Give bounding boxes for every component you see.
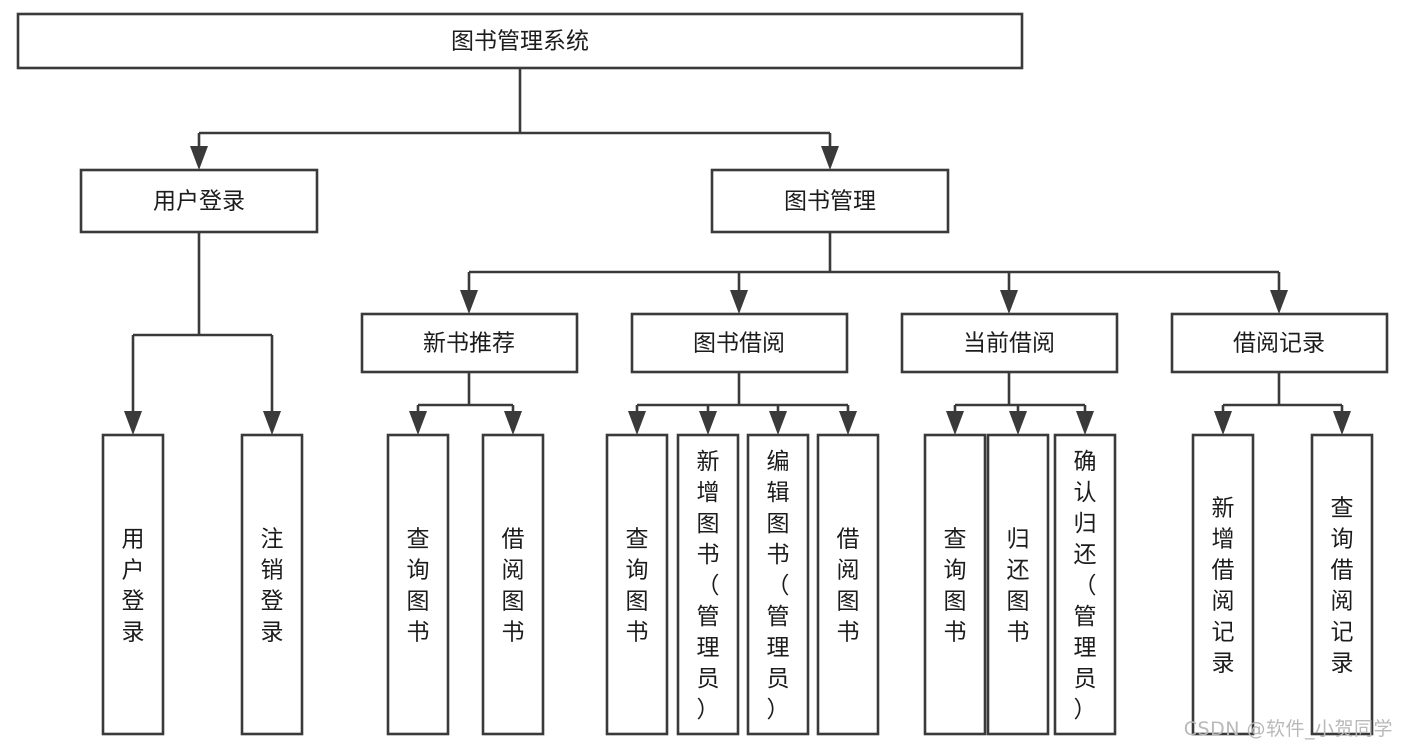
- arrow-head-leaf-6: [699, 411, 717, 435]
- leaf-node-add-borrow-record-box[interactable]: [1191, 433, 1255, 736]
- node-new-book-recommend[interactable]: 新书推荐: [360, 312, 579, 374]
- node-borrow-record-label: 借阅记录: [1233, 331, 1325, 357]
- arrow-head-user-login: [190, 146, 208, 170]
- node-new-book-recommend-label: 新书推荐: [423, 331, 515, 357]
- arrow-head-leaf-7: [769, 411, 787, 435]
- leaf-node-query-book-2-box[interactable]: [605, 433, 669, 736]
- connector-borrow-record-to-leaves: [1214, 372, 1351, 435]
- node-user-login[interactable]: 用户登录: [79, 168, 319, 234]
- leaf-node-add-borrow-record[interactable]: 新增借阅记录: [1191, 433, 1255, 736]
- leaf-node-query-borrow-record[interactable]: 查询借阅记录: [1310, 433, 1374, 736]
- node-book-borrow-label: 图书借阅: [693, 331, 785, 357]
- arrow-head-current-borrow: [1000, 290, 1018, 314]
- leaf-node-query-book-2[interactable]: 查询图书: [605, 433, 669, 736]
- leaf-node-edit-book-box[interactable]: [746, 433, 810, 736]
- arrow-head-leaf-5: [628, 411, 646, 435]
- leaf-node-user-login-box[interactable]: [101, 433, 165, 736]
- arrow-head-leaf-10: [1009, 411, 1027, 435]
- arrow-head-leaf-2: [263, 411, 281, 435]
- leaf-node-confirm-return-box[interactable]: [1053, 433, 1117, 736]
- leaf-node-add-book-box[interactable]: [676, 433, 740, 736]
- leaf-node-borrow-book-2-box[interactable]: [816, 433, 880, 736]
- node-book-manage-label: 图书管理: [784, 189, 876, 215]
- leaf-node-edit-book-label: 编辑图书（管理员）: [767, 449, 790, 723]
- leaf-node-query-book-1-box[interactable]: [386, 433, 450, 736]
- arrow-head-leaf-13: [1333, 411, 1351, 435]
- leaf-node-query-book-2-label: 查询图书: [626, 527, 649, 646]
- leaf-node-query-borrow-record-box[interactable]: [1310, 433, 1374, 736]
- node-borrow-record[interactable]: 借阅记录: [1170, 312, 1389, 374]
- arrow-head-new-book: [460, 290, 478, 314]
- leaf-node-edit-book[interactable]: 编辑图书（管理员）: [746, 433, 810, 736]
- arrow-head-leaf-9: [946, 411, 964, 435]
- leaf-node-user-login-label: 用户登录: [122, 527, 145, 646]
- leaf-node-return-book[interactable]: 归还图书: [986, 433, 1050, 736]
- node-root-system-label: 图书管理系统: [451, 29, 589, 55]
- arrow-head-leaf-3: [409, 411, 427, 435]
- leaf-node-return-book-label: 归还图书: [1007, 527, 1030, 646]
- node-book-borrow[interactable]: 图书借阅: [630, 312, 849, 374]
- node-user-login-label: 用户登录: [153, 189, 245, 215]
- connector-user-login-to-leaves: [124, 232, 281, 435]
- leaf-node-query-book-1[interactable]: 查询图书: [386, 433, 450, 736]
- connector-book-borrow-to-leaves: [628, 372, 857, 435]
- node-book-manage[interactable]: 图书管理: [710, 168, 950, 234]
- leaf-node-query-borrow-record-label: 查询借阅记录: [1331, 496, 1354, 677]
- connector-root-to-level2: [190, 68, 839, 170]
- leaf-node-add-book-label: 新增图书（管理员）: [697, 449, 720, 723]
- leaf-node-query-book-3-box[interactable]: [923, 433, 987, 736]
- arrow-head-book-borrow: [730, 290, 748, 314]
- connector-current-borrow-to-leaves: [946, 372, 1094, 435]
- node-book-borrow-box[interactable]: [630, 312, 849, 374]
- arrow-head-book-manage: [821, 146, 839, 170]
- node-root-system-box[interactable]: [16, 12, 1024, 70]
- leaf-node-borrow-book-1[interactable]: 借阅图书: [481, 433, 545, 736]
- leaf-node-borrow-book-1-label: 借阅图书: [502, 527, 525, 646]
- leaf-node-query-book-3[interactable]: 查询图书: [923, 433, 987, 736]
- leaf-node-logout[interactable]: 注销登录: [240, 433, 304, 736]
- node-new-book-recommend-box[interactable]: [360, 312, 579, 374]
- arrow-head-leaf-4: [504, 411, 522, 435]
- leaf-node-logout-box[interactable]: [240, 433, 304, 736]
- leaf-node-return-book-box[interactable]: [986, 433, 1050, 736]
- arrow-head-leaf-1: [124, 411, 142, 435]
- arrow-head-leaf-11: [1076, 411, 1094, 435]
- arrow-head-leaf-12: [1214, 411, 1232, 435]
- arrow-head-leaf-8: [839, 411, 857, 435]
- leaf-node-confirm-return-label: 确认归还（管理员）: [1074, 449, 1097, 723]
- connector-level2-to-level3: [460, 232, 1288, 314]
- leaf-node-borrow-book-1-box[interactable]: [481, 433, 545, 736]
- leaf-node-confirm-return[interactable]: 确认归还（管理员）: [1053, 433, 1117, 736]
- arrow-head-borrow-record: [1270, 290, 1288, 314]
- leaf-node-logout-label: 注销登录: [261, 527, 284, 646]
- leaf-node-borrow-book-2-label: 借阅图书: [837, 527, 860, 646]
- connector-new-book-to-leaves: [409, 372, 522, 435]
- node-current-borrow[interactable]: 当前借阅: [900, 312, 1119, 374]
- leaf-node-user-login[interactable]: 用户登录: [101, 433, 165, 736]
- node-current-borrow-box[interactable]: [900, 312, 1119, 374]
- node-current-borrow-label: 当前借阅: [963, 331, 1055, 357]
- leaf-node-borrow-book-2[interactable]: 借阅图书: [816, 433, 880, 736]
- leaf-node-query-book-1-label: 查询图书: [407, 527, 430, 646]
- leaf-node-add-book[interactable]: 新增图书（管理员）: [676, 433, 740, 736]
- node-borrow-record-box[interactable]: [1170, 312, 1389, 374]
- node-root-system[interactable]: 图书管理系统: [16, 12, 1024, 70]
- leaf-node-query-book-3-label: 查询图书: [944, 527, 967, 646]
- node-book-manage-box[interactable]: [710, 168, 950, 234]
- leaf-node-add-borrow-record-label: 新增借阅记录: [1212, 496, 1235, 677]
- node-user-login-box[interactable]: [79, 168, 319, 234]
